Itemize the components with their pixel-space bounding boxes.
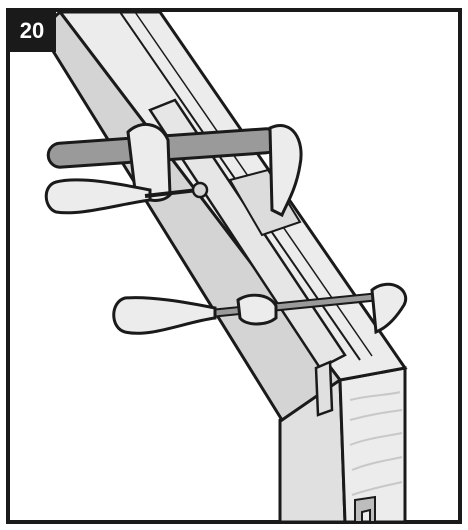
step-number: 20 — [19, 18, 45, 43]
vertical-post — [278, 366, 407, 524]
step-number-badge: 20 — [8, 10, 56, 52]
lower-clamp — [112, 282, 408, 335]
upper-clamp — [44, 123, 303, 218]
